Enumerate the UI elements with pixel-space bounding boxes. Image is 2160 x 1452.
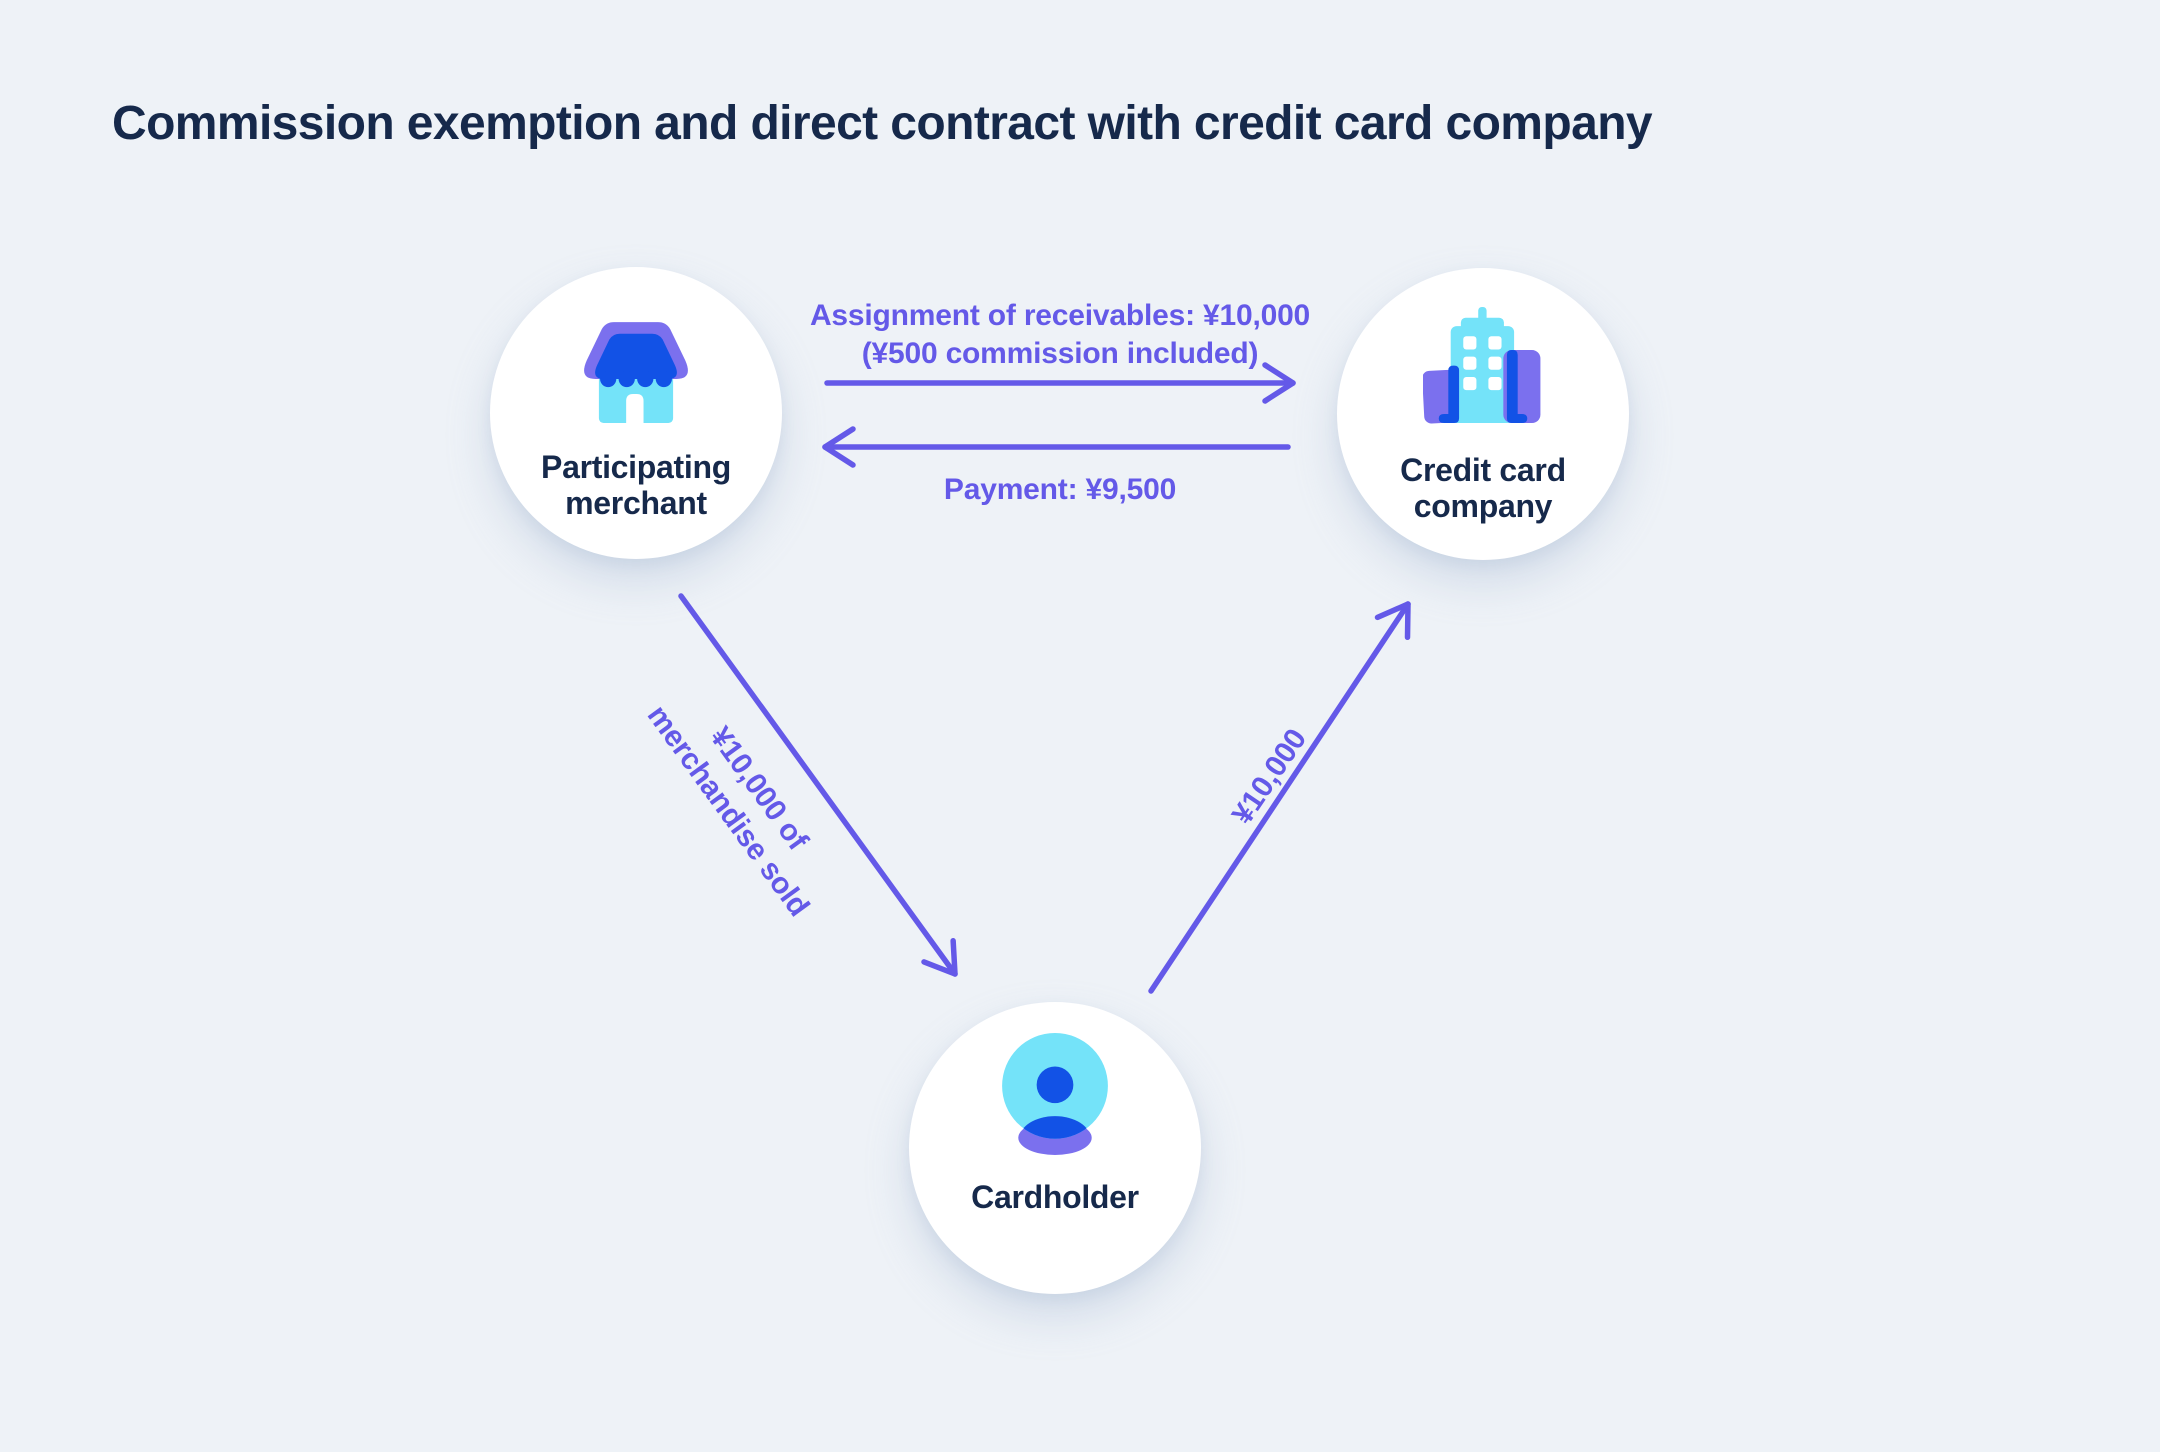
- edge-label-assignment: Assignment of receivables: ¥10,000 (¥500…: [655, 297, 1465, 373]
- office-building-icon: [1423, 307, 1541, 424]
- node-label-merchant-line1: Participating: [541, 449, 731, 485]
- node-participating-merchant: Participating merchant: [490, 267, 782, 559]
- person-icon: [1002, 1033, 1108, 1155]
- node-label-merchant-line2: merchant: [565, 485, 707, 521]
- node-label-credit-line2: company: [1413, 488, 1553, 524]
- page-title: Commission exemption and direct contract…: [112, 97, 1653, 150]
- storefront-icon: [584, 322, 688, 423]
- arrow-cardholder-payment: [1148, 601, 1411, 994]
- edge-label-assignment-line2: (¥500 commission included): [861, 337, 1259, 370]
- edge-label-assignment-line1: Assignment of receivables: ¥10,000: [809, 299, 1311, 332]
- edge-label-payment-line1: Payment: ¥9,500: [943, 473, 1177, 506]
- node-label-credit-line1: Credit card: [1400, 452, 1566, 488]
- edge-label-payment: Payment: ¥9,500: [655, 471, 1465, 509]
- arrow-merchandise-sold: [678, 593, 958, 977]
- node-label-credit-card-company: Credit card company: [1400, 452, 1566, 524]
- node-label-cardholder: Cardholder: [971, 1179, 1139, 1215]
- node-credit-card-company: Credit card company: [1337, 268, 1629, 560]
- node-cardholder: Cardholder: [909, 1002, 1201, 1294]
- node-label-cardholder-line1: Cardholder: [971, 1179, 1139, 1215]
- node-label-merchant: Participating merchant: [541, 449, 731, 521]
